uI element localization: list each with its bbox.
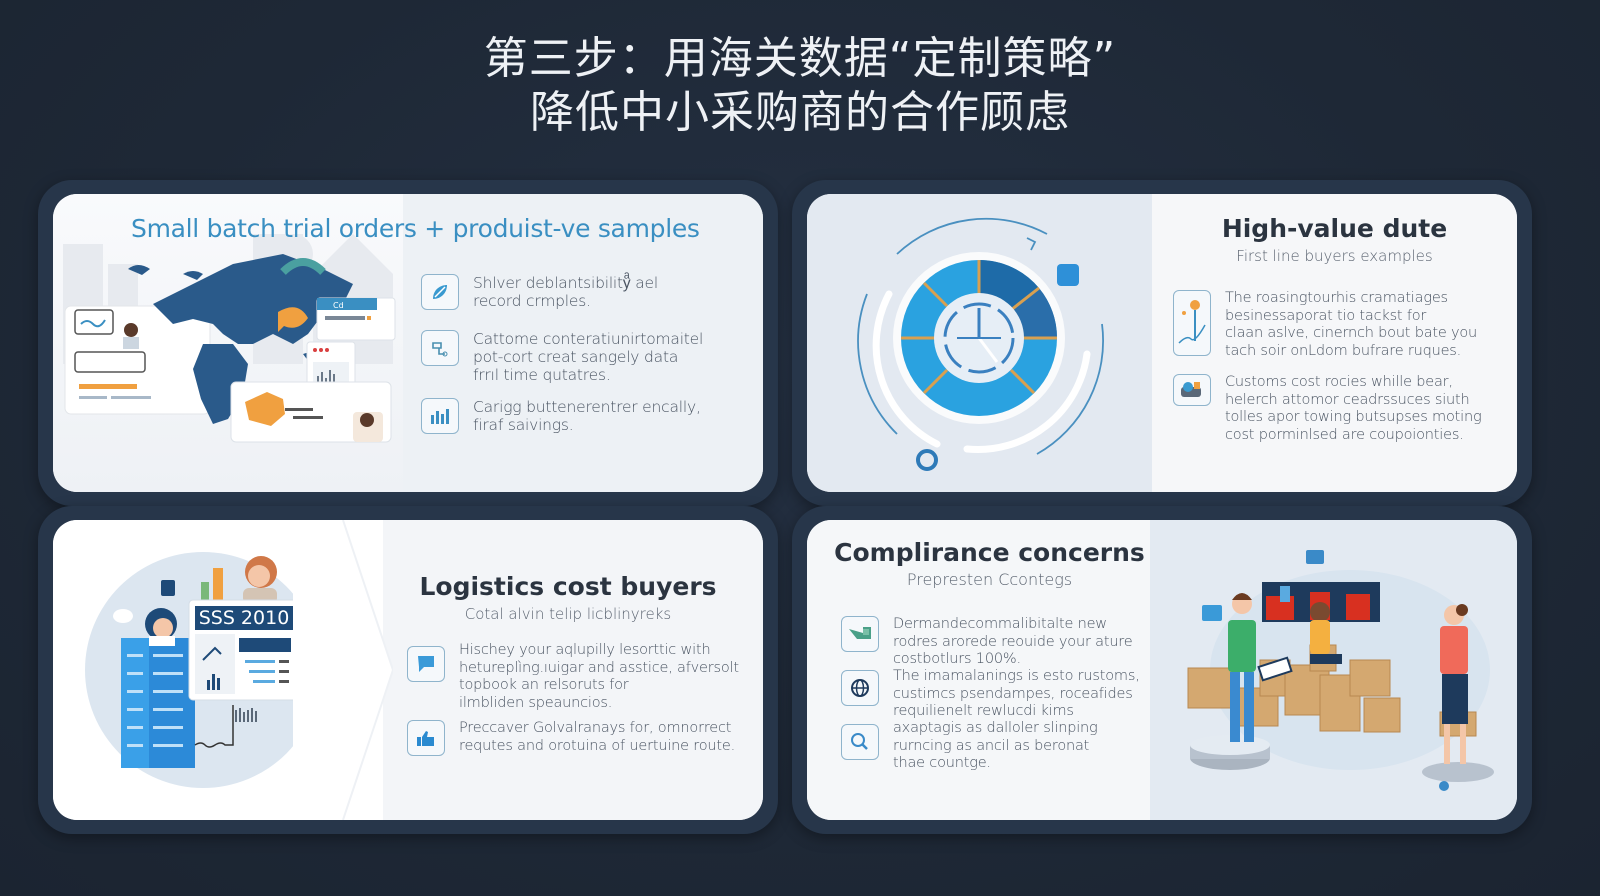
world-map-illustration: Cd (53, 194, 403, 492)
card-text-pane (1152, 194, 1517, 492)
item-text-line: Cattome conteratiunirtomaitel (473, 330, 704, 348)
item-text-line: tach soir onLdom bufrare ruques. (1225, 342, 1462, 359)
item-text-line: rodres arorede reouide your ature (893, 633, 1133, 650)
leaf-icon (421, 274, 459, 310)
item-text-line: helerch attomor ceadrssuces siuth (1225, 391, 1470, 408)
warehouse-team-illustration (1150, 520, 1517, 820)
card-compliance: Complirance concerns Prepresten Ccontegs… (807, 520, 1517, 820)
title-line-2: 降低中小采购商的合作顾虑 (530, 87, 1070, 138)
card-heading: Logistics cost buyers (419, 572, 717, 601)
item-text-line: frrıl time qutatres. (473, 366, 611, 384)
list-item: Shlver deblantsibilityͣ ael record crmpl… (421, 274, 658, 310)
item-text-line: Customs cost rocies whille bear, (1225, 374, 1453, 390)
item-text-line: hetureplìng.ıuigar and asstice, afversol… (459, 659, 739, 676)
item-text-line: ilmbliden speauncios. (459, 694, 613, 711)
list-item: Cattome conteratiunirtomaitel pot-cort c… (421, 330, 703, 384)
item-text-line: custimcs psendampes, roceafides (893, 685, 1133, 702)
list-item: Dermandecommalibitalte new rodres arored… (841, 616, 1133, 669)
card-subheading: Prepresten Ccontegs (906, 570, 1073, 589)
list-item: axaptagis as dalloler slinping rurncing … (841, 720, 1098, 773)
title-line-1: 第三步：用海关数据“定制策略” (483, 33, 1117, 84)
list-item: Carigg buttenerentrer encally, firaf sai… (421, 398, 701, 434)
item-text-line: rurncing as ancil as beronat (893, 737, 1090, 754)
item-text-line: record crmples. (473, 292, 591, 310)
card-logistics: SSS 2010 Logistics cost buyers Cotal alv… (53, 520, 763, 820)
item-text-line: axaptagis as dalloler slinping (893, 720, 1098, 736)
item-text-line: firaf saivings. (473, 416, 574, 434)
flow-icon (421, 330, 459, 366)
item-text-line: The imamalanings is esto rustoms, (893, 668, 1140, 684)
chevron-divider (293, 520, 393, 820)
list-item: The roasingtourhis cramatiages besinessa… (1173, 290, 1477, 360)
chat-flag-icon (407, 646, 445, 682)
bar-chart-icon (421, 398, 459, 434)
item-text-line: Carigg buttenerentrer encally, (473, 398, 701, 416)
item-text-line: Dermandecommalibitalte new (893, 616, 1107, 632)
item-text-line: topbook an relsoruts for (459, 677, 629, 693)
svg-text:Cd: Cd (333, 301, 344, 310)
item-text-line: tolles apor towing butsupses moting (1225, 409, 1482, 425)
globe-icon (841, 670, 879, 706)
item-text-line: cost porminlsed are coupoionties. (1225, 426, 1464, 443)
trend-chart-icon (1173, 290, 1211, 356)
card-text-pane (403, 194, 763, 492)
list-item: Hischey your aqlupilly lesorttic with he… (407, 642, 739, 712)
item-text-line: The roasingtourhis cramatiages (1225, 290, 1448, 306)
toolbox-icon (1173, 374, 1211, 406)
card-high-value: High-value dute First line buyers exampl… (807, 194, 1517, 492)
item-text-line: Hischey your aqlupilly lesorttic with (459, 642, 711, 658)
item-text-line: requilienelt rewlucdi kims (893, 703, 1074, 719)
card-heading: High-value dute (1221, 214, 1448, 243)
thumbs-up-icon (407, 720, 445, 756)
card-subheading: First line buyers examples (1236, 247, 1433, 265)
card-heading: Complirance concerns (834, 538, 1145, 567)
item-text-line: Shlver deblantsibilityͣ ael (473, 274, 658, 292)
item-text-line: requtes and orotuina of uertuine route. (459, 737, 735, 754)
list-item: Customs cost rocies whille bear, helerch… (1173, 374, 1482, 444)
card-small-batch: Cd Small batch trial orders + produist-v… (53, 194, 763, 492)
ship-icon (841, 616, 879, 652)
item-text-line: Preccaver Golvalranays for, omnorrect (459, 720, 732, 736)
item-text-line: besinessaporat tio tackst for (1225, 307, 1427, 324)
card-subheading: Cotal alvin telip licblinyreks (464, 605, 672, 623)
cycle-illustration (807, 194, 1152, 492)
item-text-line: claan aslve, cinernch bout bate you (1225, 325, 1478, 341)
item-text-line: costbotlurs 100%. (893, 651, 1021, 667)
list-item: The imamalanings is esto rustoms, custim… (841, 668, 1140, 721)
slide-title: 第三步：用海关数据“定制策略” 降低中小采购商的合作顾虑 (0, 32, 1600, 140)
magnifier-icon (841, 724, 879, 760)
dashboard-label: SSS 2010 (199, 607, 290, 629)
item-text-line: thae countge. (893, 755, 991, 771)
list-item: Preccaver Golvalranays for, omnorrect re… (407, 720, 735, 756)
card-text-pane (393, 520, 763, 820)
card-heading: Small batch trial orders + produist-ve s… (131, 214, 700, 243)
item-text-line: pot-cort creat sangely data (473, 348, 679, 366)
